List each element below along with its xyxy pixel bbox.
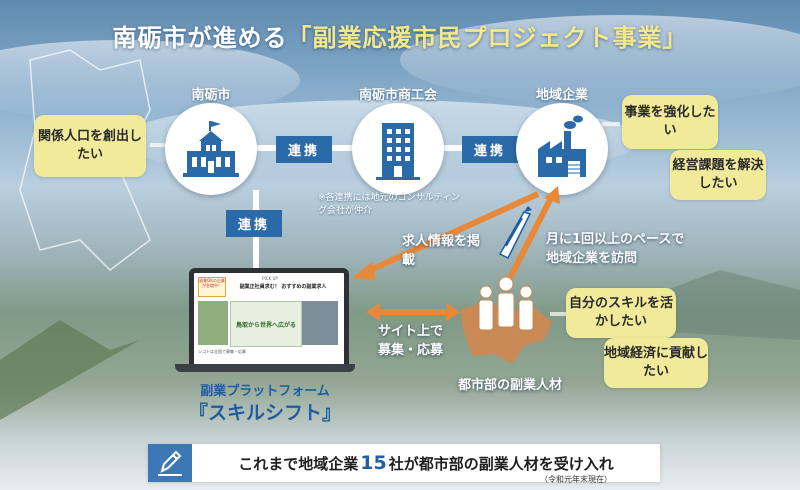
bubble-solve-issues: 経営課題を解決したい [670,150,766,200]
workers-label: 都市部の副業人材 [457,378,562,393]
banner-icon-box [148,444,192,482]
office-building-icon [376,123,420,180]
banner-pre: これまで地域企業 [238,454,359,473]
screen-badge: 副業OKの企業が急増中！ [198,277,226,297]
screen-photo [198,301,228,345]
banner-post: 社が都市部の副業人材を受け入れ [388,454,614,473]
banner-count: 15 [360,452,387,474]
bubble-use-skills: 自分のスキルを活かしたい [566,288,676,338]
link-tag-city-platform: 連携 [226,210,283,237]
arrow-job-info-shaft [364,191,540,275]
screen-headline: 副業正社員求む！ おすすめの副業求人 [239,284,327,290]
cloud [0,40,300,120]
title-highlight: 「副業応援市民プロジェクト事業」 [287,24,688,52]
bubble-strengthen-business: 事業を強化したい [622,95,718,149]
banner-note: （令和元年末現在） [540,475,612,484]
link-tag-city-chamber: 連携 [276,136,333,163]
link-tag-chamber-company: 連携 [462,136,519,163]
node-label-company: 地域企業 [535,88,588,103]
cloud [400,15,800,105]
connector-line [150,143,170,147]
bubble-contribute-economy: 地域経済に貢献したい [604,338,708,388]
chamber-node [352,103,444,195]
arrow-head [352,262,376,280]
node-label-chamber: 南砺市商工会 [358,88,437,103]
label-job-info: 求人情報を掲載 [402,234,481,268]
nanto-city-map-outline [19,49,151,271]
connector-line [550,312,568,316]
laptop-icon: 副業OKの企業が急増中！ PICK UP 副業正社員求む！ おすすめの副業求人 … [175,268,355,378]
platform-line2: 『スキルシフト』 [188,402,341,424]
platform-line1: 副業プラットフォーム [200,384,330,399]
laptop-screen: 副業OKの企業が急増中！ PICK UP 副業正社員求む！ おすすめの副業求人 … [189,268,349,370]
title-main: 南砺市が進める [112,24,288,52]
page-title: 南砺市が進める「副業応援市民プロジェクト事業」 [0,18,800,53]
node-label-city: 南砺市 [191,88,231,103]
connector-line [602,122,620,126]
factory-icon [538,115,586,177]
mountain-silhouette [0,320,140,420]
mountain-silhouette [640,270,800,340]
city-hall-icon [183,121,239,177]
laptop-base [175,364,355,372]
bubble-create-relation: 関係人口を創出したい [34,115,146,177]
screen-footer: シゴトは全国で募集・応募 [198,349,246,354]
label-visit: 月に1回以上のペースで地域企業を訪問 [546,232,685,266]
arrow-head [366,303,380,321]
arrow-visit-shaft [507,194,555,280]
people-icon [460,276,552,364]
screen-card-text: 鳥取から世界へ広がる [235,322,296,329]
screen-pickup: PICK UP [262,276,278,281]
mediation-note: ※各連携には地元のコンサルティング会社が仲介 [318,193,461,216]
label-site: サイト上で募集・応募 [378,324,444,358]
screen-card: 鳥取から世界へ広がる [230,301,302,347]
company-node [516,103,608,195]
pencil-icon [158,450,182,476]
screen-photo [302,301,338,345]
city-node [165,103,257,195]
arrow-head [446,303,460,321]
arrow-head [544,186,560,204]
train-icon [498,206,532,260]
